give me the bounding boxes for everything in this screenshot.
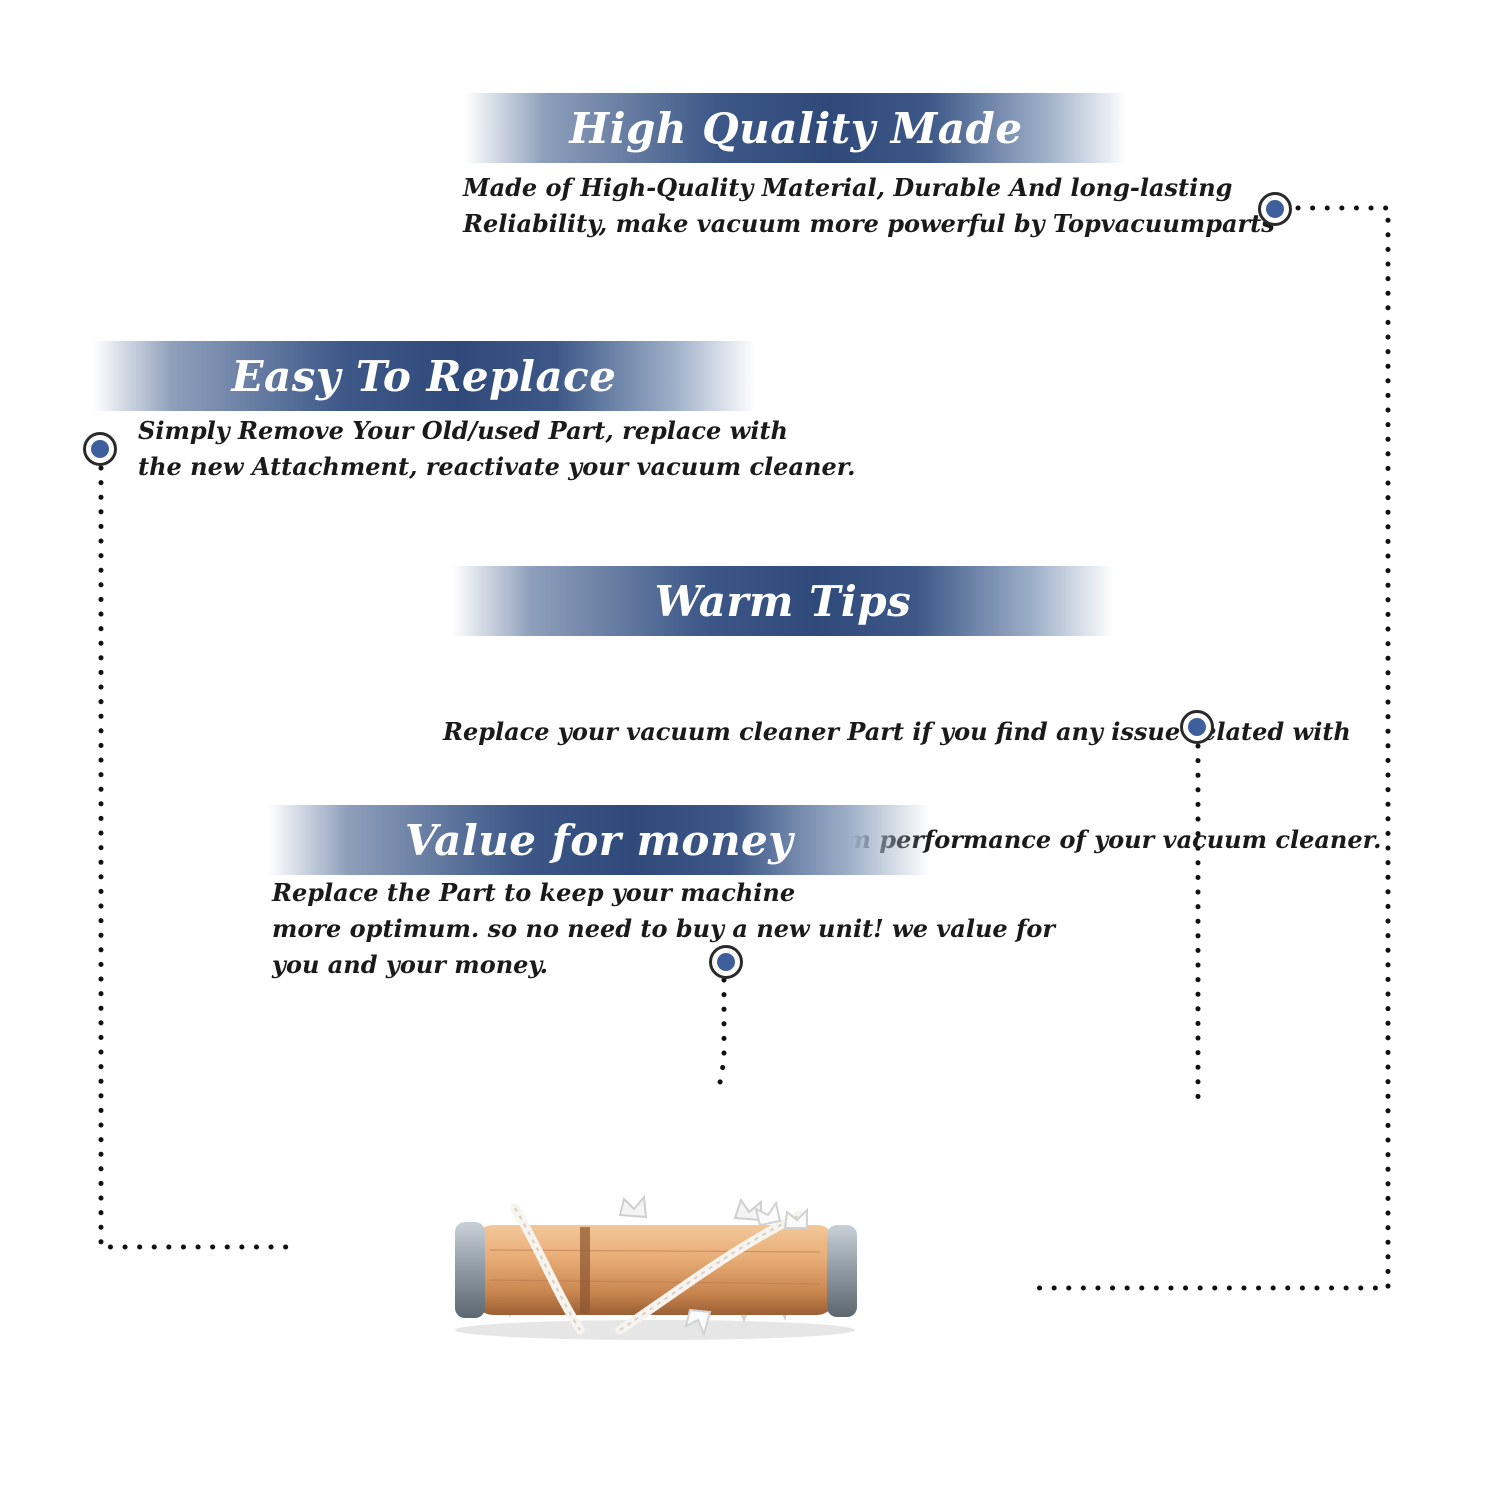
feature-title: Easy To Replace [231,351,617,401]
banner-warm-tips: Warm Tips [452,566,1114,636]
circle-dot-icon [1180,710,1214,744]
description-line: Replace your vacuum cleaner Part if you … [443,717,1351,746]
description-line: more optimum. so no need to buy a new un… [272,914,1055,943]
circle-dot-icon [1258,192,1292,226]
feature-title: Warm Tips [654,576,912,626]
description-line: Reliability, make vacuum more powerful b… [463,209,1275,238]
banner-value-money: Value for money [268,805,930,875]
banner-easy-replace: Easy To Replace [93,341,755,411]
connector-value-money [716,977,727,1091]
connector-high-quality [1035,205,1391,1291]
circle-dot-icon [709,945,743,979]
feature-title: Value for money [404,815,794,865]
connector-easy-replace [98,465,299,1250]
description-line: Simply Remove Your Old/used Part, replac… [138,416,788,445]
description-line: Replace the Part to keep your machine [272,878,796,907]
description-line: you and your money. [272,950,548,979]
feature-description-easy-replace: Simply Remove Your Old/used Part, replac… [138,413,856,485]
circle-dot-icon [83,432,117,466]
brush-roller-icon [455,1194,857,1340]
feature-description-value-money: Replace the Part to keep your machine mo… [272,875,1055,983]
description-line: Made of High-Quality Material, Durable A… [463,173,1233,202]
feature-description-high-quality: Made of High-Quality Material, Durable A… [463,170,1275,242]
banner-high-quality: High Quality Made [465,93,1127,163]
description-line: the new Attachment, reactivate your vacu… [138,452,856,481]
feature-title: High Quality Made [569,103,1023,153]
